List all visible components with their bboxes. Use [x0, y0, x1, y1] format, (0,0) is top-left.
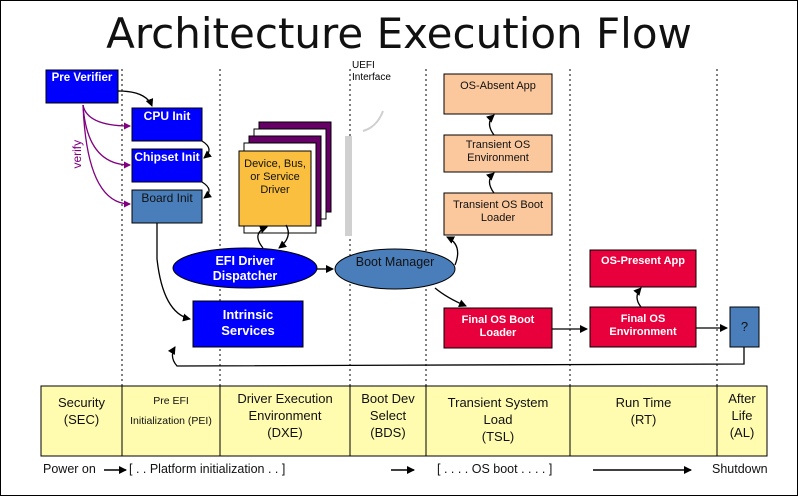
cpu-init-box	[131, 107, 203, 142]
driver-box	[238, 150, 312, 227]
pre-verifier-label: Pre Verifier	[51, 72, 113, 84]
pre-verifier-box	[45, 69, 119, 104]
os-boot-label: [ . . . . OS boot . . . . ]	[437, 462, 553, 476]
intrinsic-services-box	[192, 300, 304, 348]
flow-arrows	[117, 90, 745, 367]
cpu-init-label: CPU Init	[143, 109, 191, 123]
phase-rt-name: Run Time	[615, 395, 672, 410]
uefi-interface-bar	[345, 136, 352, 236]
phase-sec: Security(SEC)	[41, 386, 122, 456]
transient-loader-label: Transient OS Boot Loader	[452, 199, 544, 225]
phase-rt: Run Time(RT)	[570, 386, 717, 456]
phase-rt-abbr: (RT)	[630, 411, 657, 427]
phase-cell-bds	[349, 385, 427, 457]
phase-tsl-name: Transient System Load	[447, 395, 549, 427]
verify-arrows	[82, 104, 131, 208]
final-loader-label: Final OS Boot Loader	[461, 314, 535, 340]
verify-label: verify	[69, 139, 84, 169]
phase-dxe-name: Driver Execution Environment	[237, 391, 333, 423]
transient-loader-box	[443, 192, 553, 236]
uefi-pointer-curve	[362, 110, 384, 132]
final-env-box	[589, 306, 697, 348]
os-present-label: OS-Present App	[601, 255, 685, 267]
board-init-box	[131, 189, 203, 224]
phase-cell-dxe	[219, 385, 351, 457]
phase-tsl-abbr: (TSL)	[481, 428, 515, 444]
final-env-label: Final OS Environment	[609, 313, 677, 339]
power-on-label: Power on	[43, 462, 96, 476]
phase-pei-name: Pre EFI Initialization (PEI)	[130, 395, 212, 427]
phase-row	[40, 385, 768, 457]
intrinsic-services-label: Intrinsic Services	[221, 307, 275, 338]
page-title: Architecture Execution Flow	[106, 9, 692, 58]
question-label: ?	[740, 319, 749, 334]
phase-cell-rt	[569, 385, 718, 457]
phase-cell-al	[716, 385, 768, 457]
phase-cell-pei	[121, 385, 221, 457]
phase-bds-name: Boot Dev Select	[361, 391, 415, 423]
final-loader-box	[443, 307, 553, 349]
phase-bds-abbr: (BDS)	[370, 424, 406, 440]
os-absent-label: OS-Absent App	[460, 80, 536, 92]
phase-al-name: After Life	[728, 391, 756, 423]
phase-dxe: Driver Execution Environment(DXE)	[220, 386, 350, 456]
board-init-label: Board Init	[141, 191, 193, 205]
phase-pei: Pre EFI Initialization (PEI)	[122, 386, 220, 456]
phase-cell-tsl	[425, 385, 571, 457]
os-absent-box	[443, 73, 553, 115]
phase-dxe-abbr: (DXE)	[267, 424, 303, 440]
phase-al: After Life(AL)	[717, 386, 767, 456]
shutdown-label: Shutdown	[712, 462, 768, 476]
transient-env-box	[443, 134, 553, 173]
chipset-init-label: Chipset Init	[134, 150, 200, 164]
platform-init-label: [ . . Platform initialization . . ]	[129, 462, 286, 476]
question-box	[729, 306, 760, 348]
phase-sec-abbr: (SEC)	[63, 411, 100, 427]
os-present-box	[589, 249, 697, 288]
uefi-interface-label: UEFI Interface	[352, 60, 391, 83]
dispatcher-ellipse	[172, 247, 318, 289]
dispatcher-label: EFI Driver Dispatcher	[212, 254, 278, 283]
phase-cell-sec	[40, 385, 123, 457]
phase-tsl: Transient System Load(TSL)	[426, 386, 570, 456]
driver-label: Device, Bus, or Service Driver	[244, 158, 306, 197]
boot-manager-ellipse	[334, 248, 456, 290]
phase-bds: Boot Dev Select(BDS)	[350, 386, 426, 456]
phase-al-abbr: (AL)	[729, 424, 755, 440]
transient-env-label: Transient OS Environment	[465, 139, 531, 165]
boot-manager-label: Boot Manager	[355, 255, 435, 269]
chipset-init-box	[131, 148, 203, 183]
phase-sec-name: Security	[58, 395, 105, 410]
